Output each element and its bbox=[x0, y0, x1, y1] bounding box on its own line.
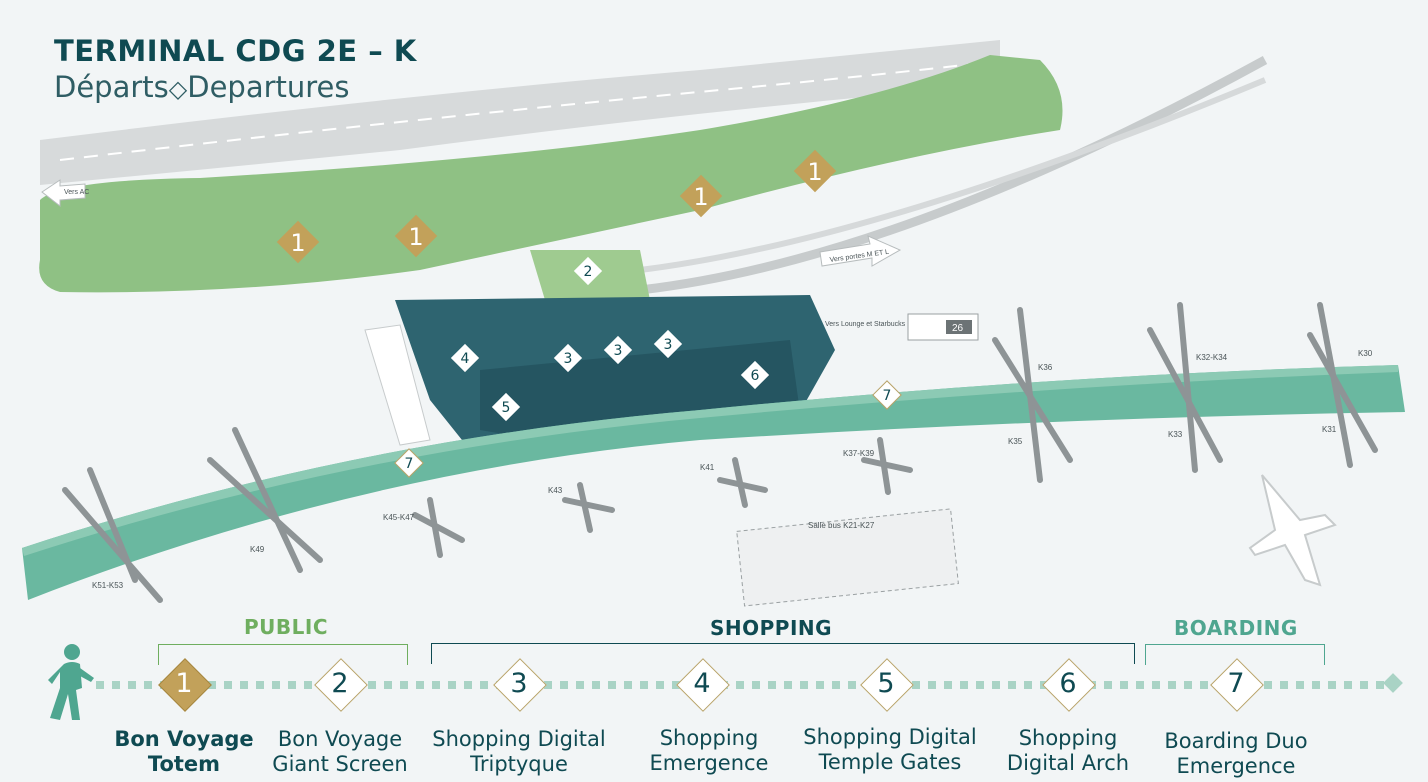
gate-label: K36 bbox=[1038, 363, 1053, 372]
svg-text:7: 7 bbox=[405, 456, 414, 472]
rail-track bbox=[639, 77, 1267, 273]
plane-icon bbox=[1248, 474, 1337, 587]
gate-label: K51-K53 bbox=[92, 581, 124, 590]
svg-text:1: 1 bbox=[290, 229, 305, 257]
svg-text:1: 1 bbox=[693, 183, 708, 211]
step-5-line1: Shopping Digital bbox=[803, 725, 977, 749]
bus-lounge-label: Salle bus K21-K27 bbox=[808, 521, 875, 530]
map-marker-2: 2 bbox=[573, 256, 603, 286]
step-1-label: Bon Voyage Totem bbox=[99, 727, 269, 777]
map-marker-3: 3 bbox=[553, 343, 583, 373]
gate-label: K32-K34 bbox=[1196, 353, 1228, 362]
svg-text:6: 6 bbox=[751, 368, 760, 384]
step-7-line1: Boarding Duo bbox=[1164, 729, 1308, 753]
map-marker-7: 7 bbox=[394, 448, 424, 478]
svg-text:1: 1 bbox=[408, 223, 423, 251]
vers-ac-arrow-icon bbox=[41, 179, 86, 208]
step-2-number: 2 bbox=[331, 668, 349, 699]
svg-text:1: 1 bbox=[807, 158, 822, 186]
step-1-line1: Bon Voyage bbox=[114, 727, 254, 751]
gate-labels: K51-K53 K49 K45-K47 K43 K41 K37-K39 K36 … bbox=[92, 349, 1373, 590]
bracket-boarding bbox=[1145, 644, 1325, 665]
map-marker-3: 3 bbox=[653, 329, 683, 359]
subtitle-fr: Départs bbox=[54, 70, 169, 104]
lounge-number: 26 bbox=[952, 323, 964, 334]
gate-label: K35 bbox=[1008, 437, 1023, 446]
rail-track bbox=[639, 56, 1268, 295]
gate-label: K37-K39 bbox=[843, 449, 875, 458]
step-7-line2: Emergence bbox=[1176, 754, 1296, 778]
bracket-public bbox=[158, 644, 408, 665]
gate-label: K45-K47 bbox=[383, 513, 415, 522]
step-4-line2: Emergence bbox=[649, 751, 769, 775]
road-dash bbox=[59, 61, 991, 161]
terminal-map: Salle bus K21-K27 Vers AC Vers portes M … bbox=[22, 40, 1405, 607]
map-marker-7: 7 bbox=[872, 380, 902, 410]
jet-bridges bbox=[62, 302, 1378, 603]
svg-text:2: 2 bbox=[584, 264, 593, 280]
vers-lounge-label: Vers Lounge et Starbucks bbox=[825, 321, 906, 328]
svg-text:3: 3 bbox=[614, 343, 623, 359]
page-title: TERMINAL CDG 2E – K Départs◇Departures bbox=[54, 34, 417, 104]
step-1-line2: Totem bbox=[147, 752, 221, 776]
step-3-line2: Triptyque bbox=[470, 752, 568, 776]
terminal-subtitle: Départs◇Departures bbox=[54, 70, 417, 104]
step-3-label: Shopping Digital Triptyque bbox=[424, 727, 614, 777]
step-6-label: Shopping Digital Arch bbox=[983, 726, 1153, 776]
step-3-line1: Shopping Digital bbox=[432, 727, 606, 751]
diamond-separator-icon: ◇ bbox=[168, 75, 188, 103]
bus-lounge bbox=[736, 508, 959, 607]
journey-path bbox=[96, 681, 1384, 689]
gate-label: K31 bbox=[1322, 425, 1337, 434]
svg-text:4: 4 bbox=[461, 351, 470, 367]
subtitle-en: Departures bbox=[187, 70, 350, 104]
step-3-number: 3 bbox=[510, 668, 528, 699]
step-5-line2: Temple Gates bbox=[818, 750, 962, 774]
svg-text:3: 3 bbox=[564, 351, 573, 367]
svg-text:7: 7 bbox=[883, 388, 892, 404]
step-4-label: Shopping Emergence bbox=[624, 726, 794, 776]
step-4-line1: Shopping bbox=[659, 726, 759, 750]
bracket-shopping bbox=[431, 643, 1135, 664]
step-2-label: Bon Voyage Giant Screen bbox=[255, 727, 425, 777]
step-7-label: Boarding Duo Emergence bbox=[1151, 729, 1321, 779]
gate-label: K43 bbox=[548, 486, 563, 495]
svg-text:3: 3 bbox=[664, 337, 673, 353]
step-5-label: Shopping Digital Temple Gates bbox=[795, 725, 985, 775]
lounge-number-badge bbox=[946, 320, 972, 334]
svg-text:5: 5 bbox=[502, 400, 511, 416]
vers-ac-label: Vers AC bbox=[64, 189, 89, 196]
step-5-number: 5 bbox=[877, 668, 895, 699]
step-2-line1: Bon Voyage bbox=[277, 727, 403, 751]
step-6-line1: Shopping bbox=[1018, 726, 1118, 750]
gate-label: K41 bbox=[700, 463, 715, 472]
step-6-line2: Digital Arch bbox=[1006, 751, 1130, 775]
step-1-number: 1 bbox=[175, 668, 193, 699]
road bbox=[40, 40, 1000, 185]
map-marker-3: 3 bbox=[603, 335, 633, 365]
map-marker-1: 1 bbox=[276, 220, 320, 264]
walking-person-icon bbox=[48, 644, 94, 720]
vers-portes-arrow-icon bbox=[819, 235, 902, 267]
step-7-number: 7 bbox=[1227, 668, 1245, 699]
step-4-number: 4 bbox=[693, 668, 711, 699]
gate-label: K30 bbox=[1358, 349, 1373, 358]
section-boarding: BOARDING bbox=[1174, 616, 1298, 640]
section-shopping: SHOPPING bbox=[710, 616, 833, 640]
map-marker-6: 6 bbox=[740, 360, 770, 390]
section-public: PUBLIC bbox=[244, 615, 329, 639]
terminal-title: TERMINAL CDG 2E – K bbox=[54, 34, 417, 68]
gate-label: K49 bbox=[250, 545, 265, 554]
gate-label: K33 bbox=[1168, 430, 1183, 439]
step-6-number: 6 bbox=[1059, 668, 1077, 699]
shopping-annex bbox=[364, 324, 431, 446]
step-2-line2: Giant Screen bbox=[272, 752, 408, 776]
map-marker-1: 1 bbox=[394, 214, 438, 258]
